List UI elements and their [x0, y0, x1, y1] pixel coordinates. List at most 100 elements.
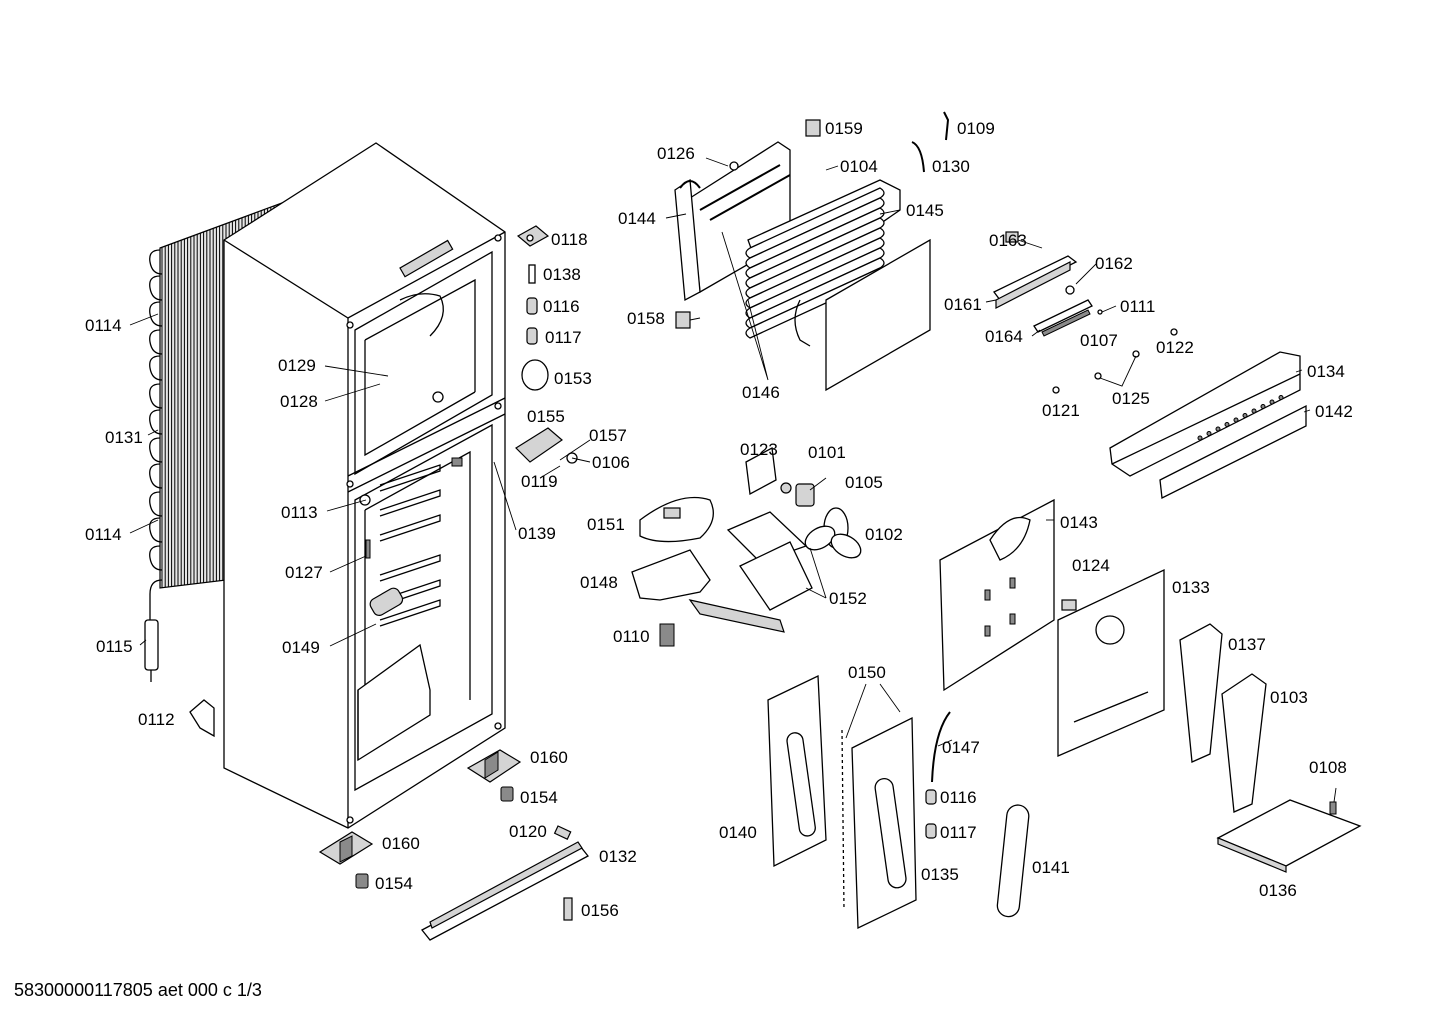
part-label: 0122 [1156, 338, 1194, 357]
part-label: 0140 [719, 823, 757, 842]
part-label: 0127 [285, 563, 323, 582]
part-label: 0108 [1309, 758, 1347, 777]
kickplate-0132 [421, 841, 589, 941]
part-labels: 0114 0131 0114 0115 0112 0129 0128 0113 … [85, 119, 1353, 920]
air-duct-0151 [639, 496, 714, 543]
part-label: 0161 [944, 295, 982, 314]
hinge-bottom [318, 831, 374, 865]
part-label: 0128 [280, 392, 318, 411]
part-label: 0152 [829, 589, 867, 608]
part-label: 0157 [589, 426, 627, 445]
cover-0137 [1179, 623, 1223, 763]
fan-blade [804, 507, 862, 559]
part-label: 0141 [1032, 858, 1070, 877]
part-label: 0139 [518, 524, 556, 543]
part-label: 0147 [942, 738, 980, 757]
filter-drier [144, 619, 159, 671]
tube-0130 [911, 141, 925, 173]
part-label: 0151 [587, 515, 625, 534]
part-label: 0105 [845, 473, 883, 492]
part-label: 0120 [509, 822, 547, 841]
part-label: 0107 [1080, 331, 1118, 350]
part-label: 0126 [657, 144, 695, 163]
document-code: 58300000117805 aet 000 c 1/3 [14, 980, 262, 1000]
part-label: 0103 [1270, 688, 1308, 707]
frame-0140 [767, 674, 827, 868]
fan-assembly [726, 446, 862, 611]
part-label: 0123 [740, 440, 778, 459]
part-label: 0118 [551, 230, 588, 249]
pin-0138 [528, 264, 536, 284]
bracket-0112 [189, 699, 215, 738]
cap-0153 [521, 359, 549, 391]
part-label: 0112 [138, 710, 175, 729]
part-label: 0156 [581, 901, 619, 920]
part-label: 0158 [627, 309, 665, 328]
clip-0109 [943, 111, 950, 141]
bolt-0154a [500, 786, 514, 802]
part-label: 0155 [527, 407, 565, 426]
part-label: 0104 [840, 157, 878, 176]
part-label: 0137 [1228, 635, 1266, 654]
bushing-0117 [526, 327, 538, 345]
part-label: 0160 [382, 834, 420, 853]
part-label: 0148 [580, 573, 618, 592]
part-label: 0129 [278, 356, 316, 375]
part-label: 0142 [1315, 402, 1353, 421]
part-label: 0109 [957, 119, 995, 138]
frame-0135 [841, 716, 917, 930]
light-cover-0141 [996, 804, 1030, 918]
control-panel-0134 [1109, 351, 1307, 499]
label-0124 [1061, 599, 1077, 611]
switch-0110 [659, 623, 675, 647]
part-label: 0110 [613, 627, 650, 646]
cover-0103 [1221, 673, 1267, 813]
thermostat-bracket [515, 427, 578, 464]
part-label: 0101 [808, 443, 846, 462]
part-label: 0117 [545, 328, 582, 347]
part-label: 0116 [543, 297, 580, 316]
duct-0148 [631, 549, 785, 633]
part-label: 0111 [1120, 297, 1155, 316]
part-label: 0138 [543, 265, 581, 284]
part-label: 0149 [282, 638, 320, 657]
part-label: 0131 [105, 428, 143, 447]
part-label: 0135 [921, 865, 959, 884]
leader-lines [129, 157, 1337, 803]
part-label: 0150 [848, 663, 886, 682]
hinge-top [516, 225, 550, 247]
bolt-0154b [355, 873, 369, 889]
part-label: 0164 [985, 327, 1023, 346]
part-label: 0114 [85, 316, 122, 335]
part-label: 0153 [554, 369, 592, 388]
part-label: 0125 [1112, 389, 1150, 408]
part-label: 0145 [906, 201, 944, 220]
part-label: 0117 [940, 823, 977, 842]
part-label: 0130 [932, 157, 970, 176]
part-label: 0116 [940, 788, 977, 807]
rear-panel-0143 [939, 498, 1055, 692]
part-label: 0106 [592, 453, 630, 472]
part-label: 0115 [96, 637, 133, 656]
part-label: 0146 [742, 383, 780, 402]
part-label: 0133 [1172, 578, 1210, 597]
part-label: 0134 [1307, 362, 1345, 381]
part-label: 0154 [520, 788, 558, 807]
compressor-plate-0136 [1216, 799, 1362, 873]
bushing-0116 [526, 297, 538, 315]
pin-0120 [553, 825, 572, 840]
part-label: 0113 [281, 503, 318, 522]
hinge-mid [466, 749, 522, 783]
wire-0147 [931, 711, 951, 783]
bushing-0117b [925, 823, 937, 839]
part-label: 0119 [521, 472, 558, 491]
part-label: 0162 [1095, 254, 1133, 273]
part-label: 0102 [865, 525, 903, 544]
part-label: 0159 [825, 119, 863, 138]
refrigerator-cabinet [223, 142, 506, 829]
part-label: 0160 [530, 748, 568, 767]
screw-0156 [563, 897, 573, 921]
part-label: 0144 [618, 209, 656, 228]
part-label: 0114 [85, 525, 122, 544]
